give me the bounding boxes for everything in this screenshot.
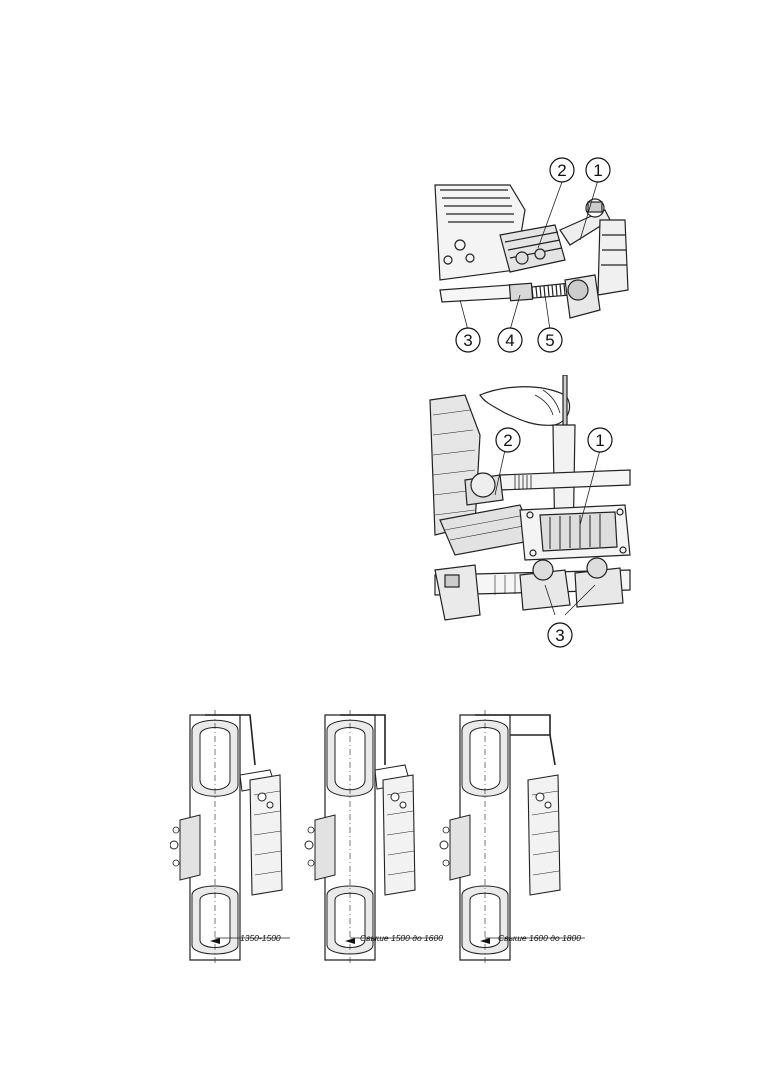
callout-4: 4: [497, 327, 523, 353]
callout-5-label: 5: [545, 331, 554, 350]
linkage-illustration: 2 1 3 4 5: [434, 157, 629, 353]
section-3: Свыше 1600 до 1800: [439, 709, 585, 966]
callout-1-label: 1: [595, 431, 604, 450]
callout-2: 2: [549, 157, 575, 183]
callout-1: 1: [585, 157, 611, 183]
callout-1-label: 1: [593, 161, 602, 180]
dim-label-2: Свыше 1500 до 1600: [360, 933, 443, 943]
section-1: 1350-1500: [170, 709, 290, 966]
figure-track-width-sections: 1350-1500 Свыше 1500 до 1600 Свыше 1600 …: [170, 705, 590, 970]
section-2: Свыше 1500 до 1600: [304, 709, 443, 966]
callout-3: 3: [455, 327, 481, 353]
callout-3: 3: [547, 622, 573, 648]
dim-label-3: Свыше 1600 до 1800: [498, 933, 581, 943]
track-width-illustration: 1350-1500 Свыше 1500 до 1600 Свыше 1600 …: [170, 709, 585, 966]
callout-2: 2: [495, 427, 521, 453]
callout-3-label: 3: [463, 331, 472, 350]
figure-gear-adjustment: 2 1 3: [425, 375, 640, 655]
gear-adjustment-illustration: 2 1 3: [429, 375, 631, 648]
callout-5: 5: [537, 327, 563, 353]
callout-2-label: 2: [503, 431, 512, 450]
dim-label-1: 1350-1500: [240, 933, 281, 943]
callout-1: 1: [587, 427, 613, 453]
callout-2-label: 2: [557, 161, 566, 180]
callout-4-label: 4: [505, 331, 514, 350]
figure-linkage: 2 1 3 4 5: [430, 150, 640, 360]
callout-3-label: 3: [555, 626, 564, 645]
